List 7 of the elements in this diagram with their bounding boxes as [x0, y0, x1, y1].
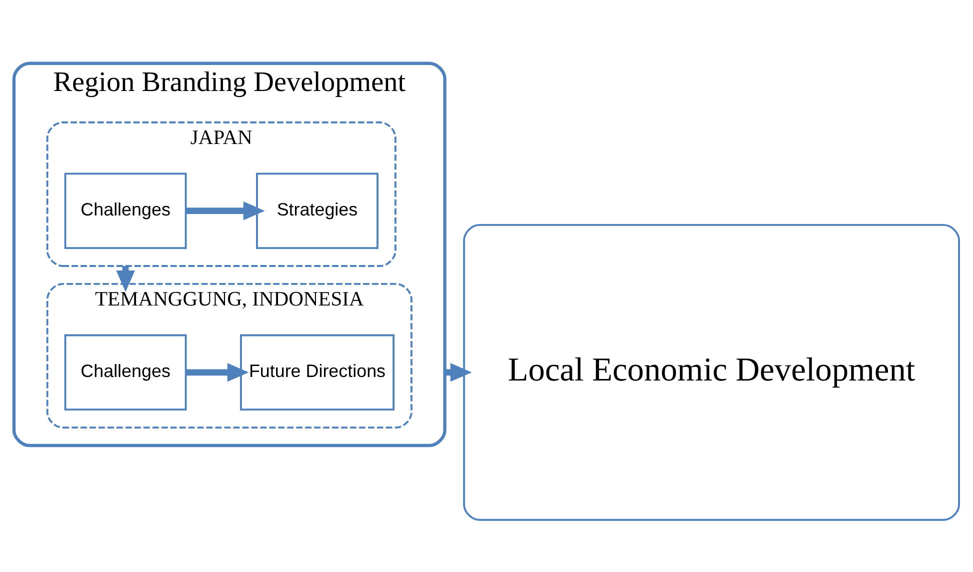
arrow [186, 362, 249, 382]
node-box: Challenges [64, 334, 187, 410]
node-box: Strategies [256, 172, 378, 248]
node-box: Challenges [64, 172, 187, 248]
node-box: Local Economic Development [463, 223, 960, 520]
arrow [186, 200, 265, 220]
node-box: Future Directions [240, 334, 394, 410]
